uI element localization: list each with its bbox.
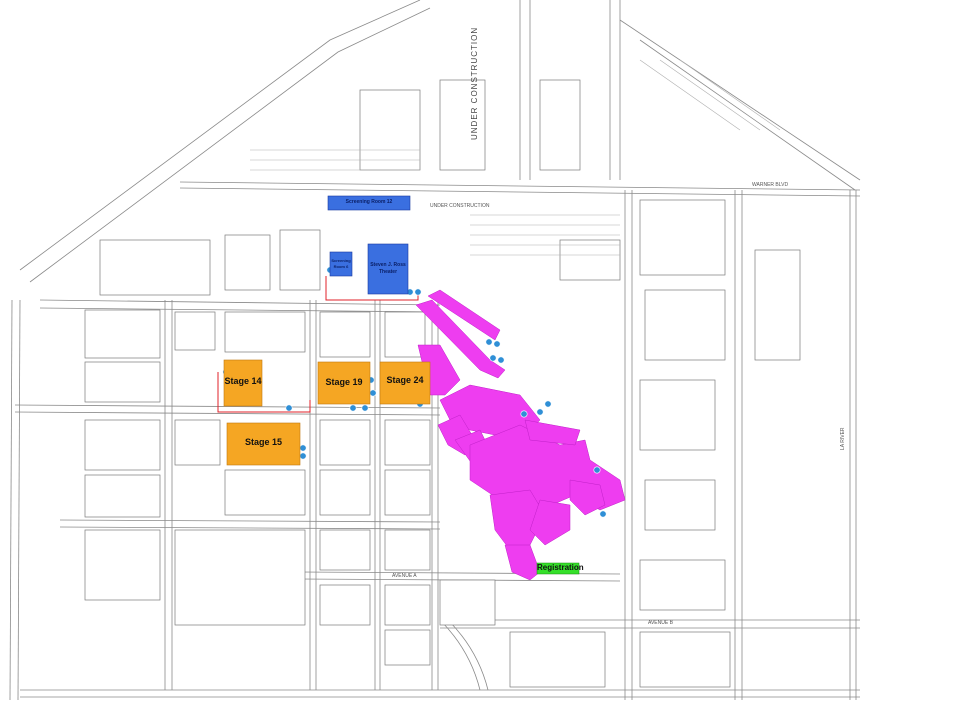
- stage-15[interactable]: [226, 422, 301, 466]
- stage-14-label: Stage 14: [224, 376, 262, 386]
- building-outlines: [84, 79, 801, 688]
- steven-j-ross-theater[interactable]: [367, 243, 409, 295]
- street-label-east: LA RIVER: [840, 427, 846, 450]
- street-label-north: WARNER BLVD: [752, 182, 789, 188]
- street-label-south: AVENUE B: [648, 620, 673, 626]
- steven-j-ross-theater-label: Steven J. Ross Theater: [370, 262, 406, 275]
- stage-19-label: Stage 19: [325, 377, 363, 387]
- screening-room-12-label: Screening Room 12: [345, 199, 393, 205]
- stage-19[interactable]: [317, 361, 371, 405]
- red-route: [217, 276, 419, 413]
- street-label-center: AVENUE A: [392, 573, 417, 579]
- stage-14[interactable]: [223, 359, 263, 407]
- registration-marker[interactable]: [536, 562, 580, 575]
- parking-hatching: [250, 59, 781, 256]
- screening-room-12[interactable]: [327, 195, 411, 211]
- stage-15-label: Stage 15: [244, 437, 283, 447]
- construction-label-small: UNDER CONSTRUCTION: [430, 203, 490, 209]
- construction-label: UNDER CONSTRUCTION: [470, 26, 479, 140]
- screening-room-6[interactable]: [329, 251, 353, 277]
- magenta-walkway: [415, 289, 626, 581]
- registration-label: Registration: [537, 563, 584, 572]
- road-network: [9, 0, 861, 701]
- stage-24-label: Stage 24: [386, 375, 424, 385]
- stage-24[interactable]: [379, 361, 431, 405]
- screening-room-6-label: Screening Room 6: [331, 258, 351, 269]
